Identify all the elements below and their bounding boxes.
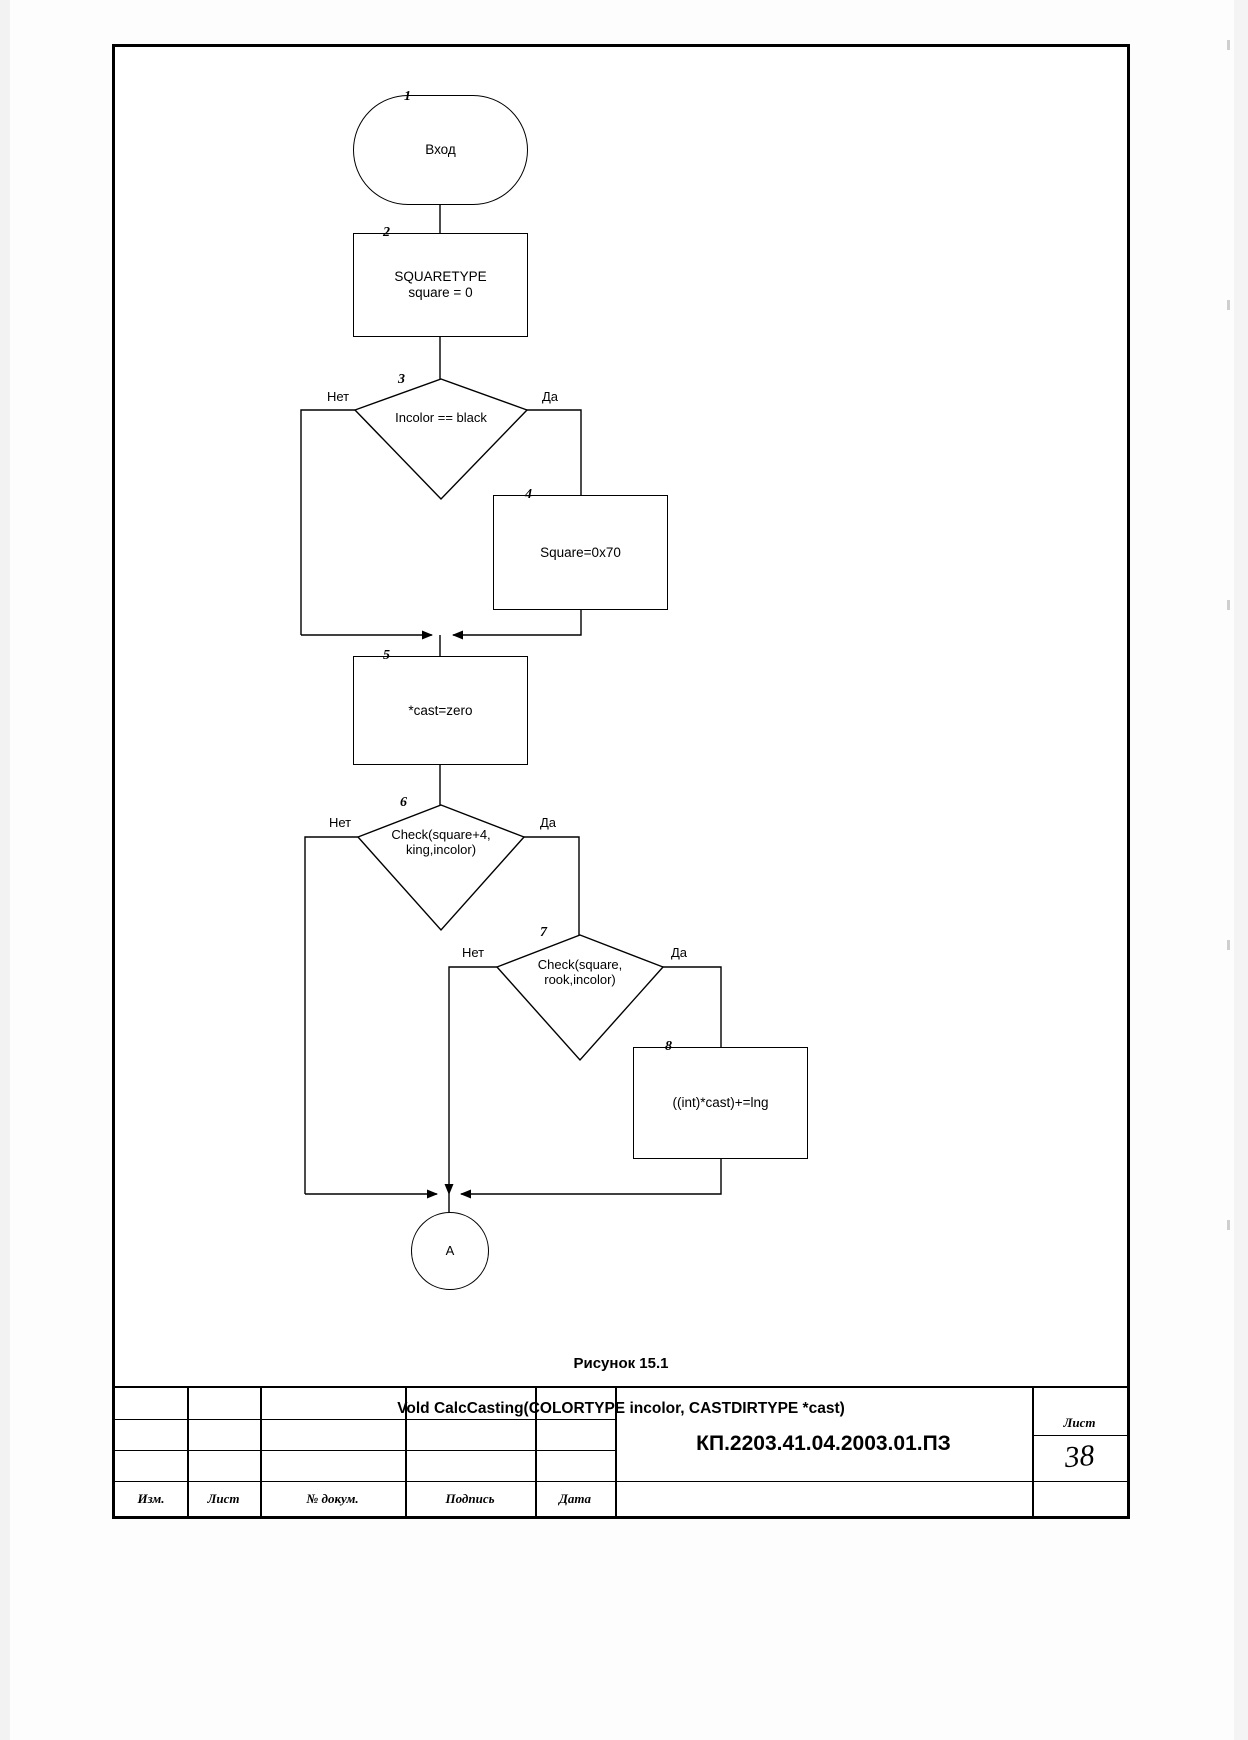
scan-artifacts <box>1227 40 1230 1340</box>
flowchart-connectors <box>300 205 722 1212</box>
node-5-label: *cast=zero <box>408 702 473 718</box>
node-3-number: 3 <box>398 372 405 387</box>
edge-6-no-label: Нет <box>329 815 352 830</box>
node-4-number: 4 <box>525 487 532 502</box>
node-5-number: 5 <box>383 648 390 663</box>
stamp-vline-3 <box>405 1388 407 1518</box>
node-8-label: ((int)*cast)+=lng <box>672 1095 769 1110</box>
node-2-number: 2 <box>383 225 390 240</box>
node-2-label: SQUARETYPE square = 0 <box>394 269 487 300</box>
scan-edge-left <box>0 0 10 1740</box>
edge-7-no-label: Нет <box>462 945 485 960</box>
node-7-decision[interactable]: Check(square, rook,incolor) <box>495 934 665 1062</box>
document-frame <box>112 44 1130 1519</box>
node-3-label: Incolor == black <box>395 410 487 425</box>
title-block: Изм. Лист № докум. Подпись Дата КП.2203.… <box>115 1386 1127 1518</box>
node-1-terminator[interactable]: Вход <box>353 95 528 205</box>
node-8-process[interactable]: ((int)*cast)+=lng <box>633 1047 808 1159</box>
node-a-connector[interactable]: А <box>411 1212 489 1290</box>
stamp-label-izm: Изм. <box>137 1491 165 1506</box>
node-6-label: Check(square+4, king,incolor) <box>391 827 491 857</box>
document-code: КП.2203.41.04.2003.01.ПЗ <box>696 1432 951 1455</box>
flowchart: Вход 1 SQUARETYPE square = 0 2 Incolor =… <box>115 47 1127 1337</box>
stamp-vline-2 <box>260 1388 262 1518</box>
node-1-label: Вход <box>425 142 456 157</box>
stamp-vline-6 <box>1032 1388 1034 1518</box>
node-7-number: 7 <box>540 925 547 940</box>
document-sheet: Вход 1 SQUARETYPE square = 0 2 Incolor =… <box>115 47 1127 1518</box>
node-4-label: Square=0x70 <box>540 544 621 560</box>
figure-signature: Vold CalcCasting(COLORTYPE incolor, CAST… <box>397 1400 845 1417</box>
stamp-hline-1 <box>115 1419 615 1421</box>
stamp-vline-1 <box>187 1388 189 1518</box>
node-a-label: А <box>445 1243 455 1258</box>
stamp-label-list: Лист <box>207 1491 240 1506</box>
node-3-decision[interactable]: Incolor == black <box>353 378 529 501</box>
sheet-number: 38 <box>1063 1438 1096 1475</box>
stamp-vline-5 <box>615 1388 617 1518</box>
edge-3-no-label: Нет <box>327 389 350 404</box>
node-2-process[interactable]: SQUARETYPE square = 0 <box>353 233 528 337</box>
node-4-process[interactable]: Square=0x70 <box>493 495 668 610</box>
stamp-hline-4 <box>1032 1435 1127 1437</box>
node-5-process[interactable]: *cast=zero <box>353 656 528 765</box>
edge-3-yes-label: Да <box>542 389 559 404</box>
node-1-number: 1 <box>404 89 411 104</box>
stamp-label-podpis: Подпись <box>445 1491 495 1506</box>
node-7-label: Check(square, rook,incolor) <box>537 957 623 987</box>
edge-6-yes-label: Да <box>540 815 557 830</box>
stamp-label-dokum: № докум. <box>306 1491 359 1506</box>
stamp-hline-2 <box>115 1450 615 1452</box>
node-6-decision[interactable]: Check(square+4, king,incolor) <box>356 804 526 932</box>
stamp-vline-4 <box>535 1388 537 1518</box>
sheet-word-label: Лист <box>1063 1415 1096 1430</box>
stamp-hline-3 <box>115 1481 1127 1483</box>
scan-edge-right <box>1234 0 1248 1740</box>
edge-7-yes-label: Да <box>671 945 688 960</box>
node-8-number: 8 <box>665 1039 672 1054</box>
node-6-number: 6 <box>400 795 407 810</box>
stamp-label-data: Дата <box>559 1491 591 1506</box>
figure-caption: Рисунок 15.1 <box>573 1355 669 1372</box>
